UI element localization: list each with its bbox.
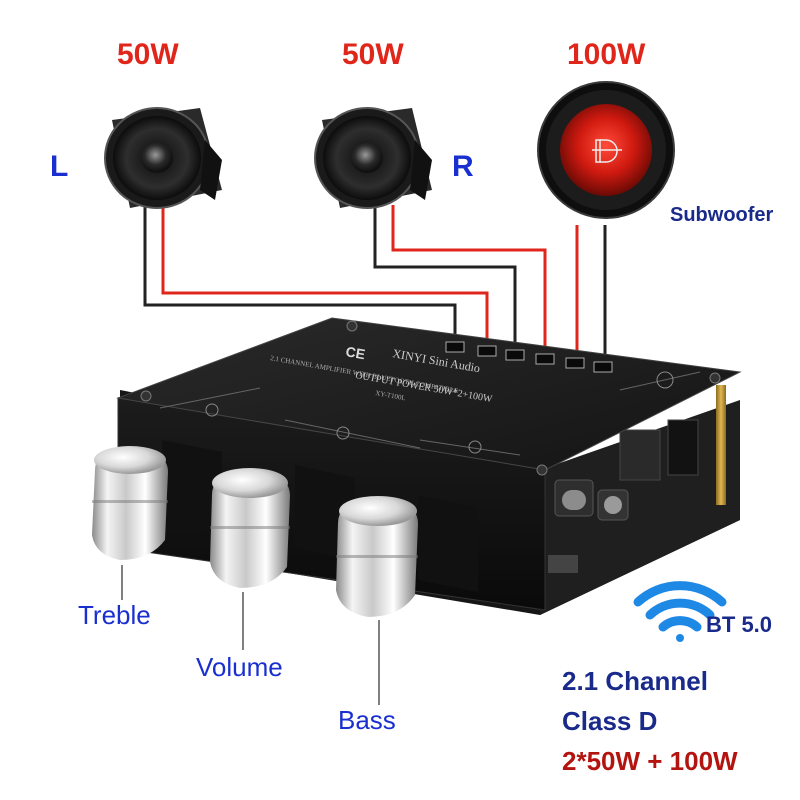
left-speaker bbox=[104, 107, 222, 209]
treble-knob[interactable] bbox=[92, 440, 222, 560]
ce-mark: CE bbox=[344, 343, 366, 362]
wire-right-black bbox=[373, 205, 517, 352]
subwoofer bbox=[537, 81, 675, 219]
subwoofer-power: 100W bbox=[567, 38, 646, 71]
subwoofer-label: Subwoofer bbox=[670, 204, 774, 226]
bass-label: Bass bbox=[338, 705, 396, 735]
wire-left-red bbox=[161, 205, 489, 345]
knob-pointers bbox=[121, 565, 380, 705]
speaker-wires bbox=[143, 205, 607, 365]
spec-power: 2*50W + 100W bbox=[562, 746, 738, 776]
right-speaker bbox=[314, 107, 432, 209]
spec-channel: 2.1 Channel bbox=[562, 666, 708, 696]
wire-right-red bbox=[391, 205, 547, 358]
bt-version: BT 5.0 bbox=[706, 612, 773, 637]
treble-label: Treble bbox=[78, 600, 151, 630]
right-channel-label: R bbox=[452, 150, 474, 183]
amplifier-board: CE XINYI Sini Audio 2.1 CHANNEL AMPLIFIE… bbox=[116, 317, 742, 615]
wire-left-black bbox=[143, 205, 457, 345]
wireless-icon bbox=[633, 581, 727, 642]
left-speaker-power: 50W bbox=[117, 38, 179, 71]
speaker-terminals bbox=[445, 341, 613, 373]
sub-logo bbox=[592, 139, 622, 163]
right-speaker-power: 50W bbox=[342, 38, 404, 71]
volume-label: Volume bbox=[196, 652, 283, 682]
left-channel-label: L bbox=[50, 150, 69, 183]
spec-class: Class D bbox=[562, 706, 658, 736]
bass-knob[interactable] bbox=[336, 495, 478, 617]
